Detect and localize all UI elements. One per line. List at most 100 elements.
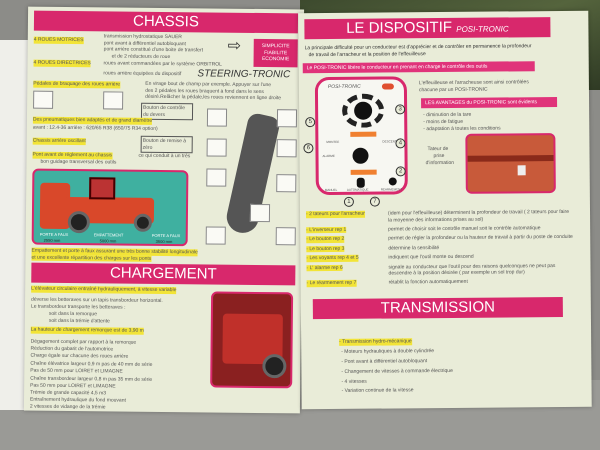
panel-label: MONTEE <box>326 139 340 145</box>
feature-label: - 2 tateurs pour l'arracheur <box>306 210 365 218</box>
transmission-highlight: - Transmission hydro-mécanique <box>339 338 412 346</box>
feature-text: détermine la sensibilité <box>388 244 440 251</box>
depth-knob[interactable] <box>352 147 369 164</box>
hauteur-highlight: La hauteur de chargement remorque est de… <box>30 326 144 335</box>
inverter-switch[interactable] <box>356 177 365 188</box>
callout-remise-zero: Bouton de remise à zéro <box>140 135 193 154</box>
text-line: roues avant commandées par le système OR… <box>103 60 222 68</box>
empattement-text: et une excellente répartition des charge… <box>31 254 152 262</box>
dispositif-title: LE DISPOSITIF POSI-TRONIC <box>304 17 551 40</box>
feature-text: permet de choisir soit le contrôle manue… <box>388 224 541 232</box>
tateur-photo <box>465 133 556 194</box>
rearm-button[interactable] <box>388 177 397 186</box>
feature-label: - Les voyants rep 4 et 5 <box>306 254 359 262</box>
rep-number: 2 <box>395 166 406 177</box>
text-line: 2 vitesses de vidange de la trémie <box>29 403 106 411</box>
steering-tronic-logo: STEERING-TRONIC <box>197 68 291 81</box>
elevateur-highlight: L'élévateur circulaire entraîné hydrauli… <box>31 285 177 294</box>
avantages-bar: LES AVANTAGES du POSI-TRONIC sont éviden… <box>421 97 558 109</box>
feature-text: (idem pour l'effeuilleuse) déterminent l… <box>388 208 570 223</box>
pedal-icon <box>61 95 81 113</box>
diagram-icon <box>206 168 227 187</box>
panel-label: ALARME <box>322 153 335 159</box>
diagram-icon <box>276 109 298 128</box>
panel-title: POSI-TRONIC <box>327 83 361 91</box>
sensitivity-knob[interactable] <box>354 101 373 120</box>
avantage-item: - adaptation à toutes les conditions <box>423 125 501 133</box>
panel-label: REARMEMENT <box>380 187 403 192</box>
text-line: avant : 12.4-36 arrière : 620/65 R38 (65… <box>32 124 158 132</box>
wheel-diagram-icon <box>103 91 124 110</box>
right-page: LE DISPOSITIF POSI-TRONIC La principale … <box>298 10 592 410</box>
feature-item: - Les voyants rep 4 et 5 indiquent que l'… <box>306 253 576 262</box>
text-line: chacune par un POSI-TRONIC <box>418 86 488 94</box>
rep-number: 6 <box>303 143 314 154</box>
diagram-icon <box>276 139 297 158</box>
text-line: désiré.Relâcher la pédale,les roues revi… <box>145 93 282 102</box>
orange-label <box>350 169 377 175</box>
diagram-icon <box>276 174 297 193</box>
dispositif-title-text: LE DISPOSITIF <box>346 18 453 37</box>
posi-tronic-bar: Le POSI-TRONIC libère le conducteur en p… <box>302 61 535 74</box>
feature-label: - L' alarme rep 6 <box>306 264 343 272</box>
roues-directrices-label: 4 ROUES DIRECTRICES <box>33 59 91 67</box>
rep-number: 5 <box>305 117 316 128</box>
orange-label <box>350 131 377 137</box>
feature-item: - Le réarmement rep 7 rétablit la fonctio… <box>306 278 577 287</box>
diagram-icon <box>249 203 271 223</box>
transmission-title: TRANSMISSION <box>312 296 563 320</box>
feature-text: rétablit la fonction automatiquement <box>388 278 468 286</box>
feature-label: - Le réarmement rep 7 <box>306 279 357 287</box>
transmission-item: - 4 vitesses <box>341 378 367 385</box>
text-line: soit dans la trémie d'attente <box>48 317 110 325</box>
tateur-caption: Tateur de <box>427 145 449 153</box>
feature-item: - 2 tateurs pour l'arracheur (idem pour l… <box>306 209 576 223</box>
feature-label: - Le bouton rep 3 <box>306 245 345 253</box>
transmission-item: - Moteurs hydrauliques à double cylindré… <box>341 348 435 355</box>
rep-number: 3 <box>395 104 406 115</box>
feature-text: permet de régler la profondeur ou la hau… <box>388 233 573 242</box>
feature-item: - L'inverseur rep 1 permet de choisir soi… <box>306 224 576 234</box>
text-line: roues arrière équipées du dispositif <box>103 70 182 78</box>
roues-motrices-label: 4 ROUES MOTRICES <box>33 36 84 44</box>
transmission-item: - Changement de vitesses à commande élec… <box>341 367 453 375</box>
rep-number: 4 <box>395 138 406 149</box>
dim-label: PORTE A FAUX <box>151 232 181 239</box>
diagram-icon <box>206 138 227 157</box>
feature-text: signale au conducteur que l'outil pour d… <box>388 262 556 277</box>
dim-label: EMPATTEMENT <box>93 232 124 238</box>
text-line: ce qui conduit à un très <box>138 152 191 160</box>
rep-number: 1 <box>343 196 354 207</box>
text-line: L'effeuilleuse et l'arracheuse sont ains… <box>418 79 529 87</box>
diagram-icon <box>206 108 228 127</box>
feature-label: - L'inverseur rep 1 <box>306 226 347 234</box>
diagram-icon <box>275 227 296 246</box>
text-line: Charge égale sur chacune des roues arriè… <box>30 352 129 360</box>
pedales-label: Pédales de braquage des roues arrière <box>33 80 121 89</box>
text-line: soit dans la remorque <box>48 310 98 318</box>
dim-value: 3500 mm <box>155 238 173 245</box>
feature-label: - Le bouton rep 2 <box>306 235 345 243</box>
panel-label: AUTOMATIQUE <box>346 187 369 192</box>
feature-item: - Le bouton rep 3 détermine la sensibilit… <box>306 243 576 253</box>
transmission-item: - Pont avant à différentiel autobloquant <box>341 358 428 365</box>
harvester-photo: PORTE A FAUX EMPATTEMENT PORTE A FAUX 25… <box>31 168 189 247</box>
loader-photo <box>210 291 294 389</box>
brand-logo <box>381 83 394 90</box>
dim-value: 2550 mm <box>43 237 61 243</box>
feature-text: indiquent que l'outil monte ou descend <box>388 253 474 261</box>
oscillant-label: Chassis arrière oscillant <box>32 137 86 145</box>
avantage-item: - moins de fatigue <box>423 118 464 126</box>
chargement-title: CHARGEMENT <box>31 262 296 286</box>
dim-label: PORTE A FAUX <box>39 231 69 237</box>
text-line: bon guidage transversal des outils <box>40 158 117 166</box>
rep-number: 7 <box>369 196 380 207</box>
diagram-icon <box>205 226 226 245</box>
arrow-right-icon: ⇨ <box>227 37 242 55</box>
chassis-title: CHASSIS <box>33 10 299 34</box>
wheel-diagram-icon <box>33 90 54 109</box>
feature-item: - L' alarme rep 6 signale au conducteur q… <box>306 262 576 276</box>
posi-tronic-logo: POSI-TRONIC <box>456 24 509 34</box>
text-line: et de 2 réducteurs de roue <box>111 52 171 60</box>
tateur-caption: d'information <box>425 159 455 167</box>
